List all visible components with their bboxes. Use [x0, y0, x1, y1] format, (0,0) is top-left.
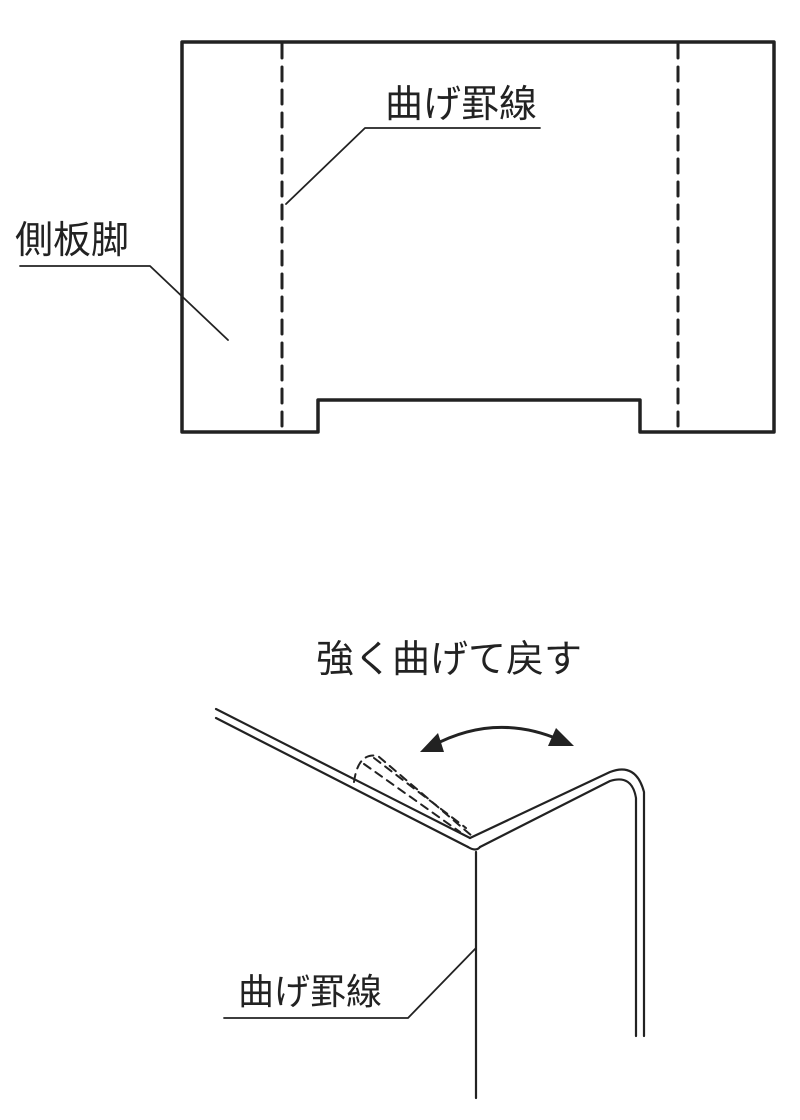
right-flap-inner [478, 778, 638, 1038]
left-flap-upper [214, 707, 472, 840]
left-flap-lower [214, 716, 470, 849]
fold-line-label: 曲げ罫線 [385, 82, 537, 126]
fold-corner [466, 845, 482, 851]
original-position-ghost [353, 754, 473, 837]
side-leg-leader [19, 265, 229, 341]
bottom-fold-line-leader [223, 947, 477, 1019]
bend-arrow-right-icon [548, 728, 574, 746]
flat-panel-figure: 曲げ罫線 側板脚 [15, 40, 776, 434]
fold-line-leader [285, 127, 541, 205]
bend-arrow-left-icon [420, 733, 444, 752]
panel-outline [180, 40, 776, 434]
bend-arc [430, 725, 562, 748]
bent-panel-figure: 強く曲げて戻す 曲げ罫線 [214, 637, 646, 1100]
action-label: 強く曲げて戻す [316, 637, 582, 681]
right-flap-outer [468, 768, 646, 1038]
side-leg-label: 側板脚 [15, 218, 129, 262]
bottom-fold-line-label: 曲げ罫線 [238, 972, 382, 1013]
